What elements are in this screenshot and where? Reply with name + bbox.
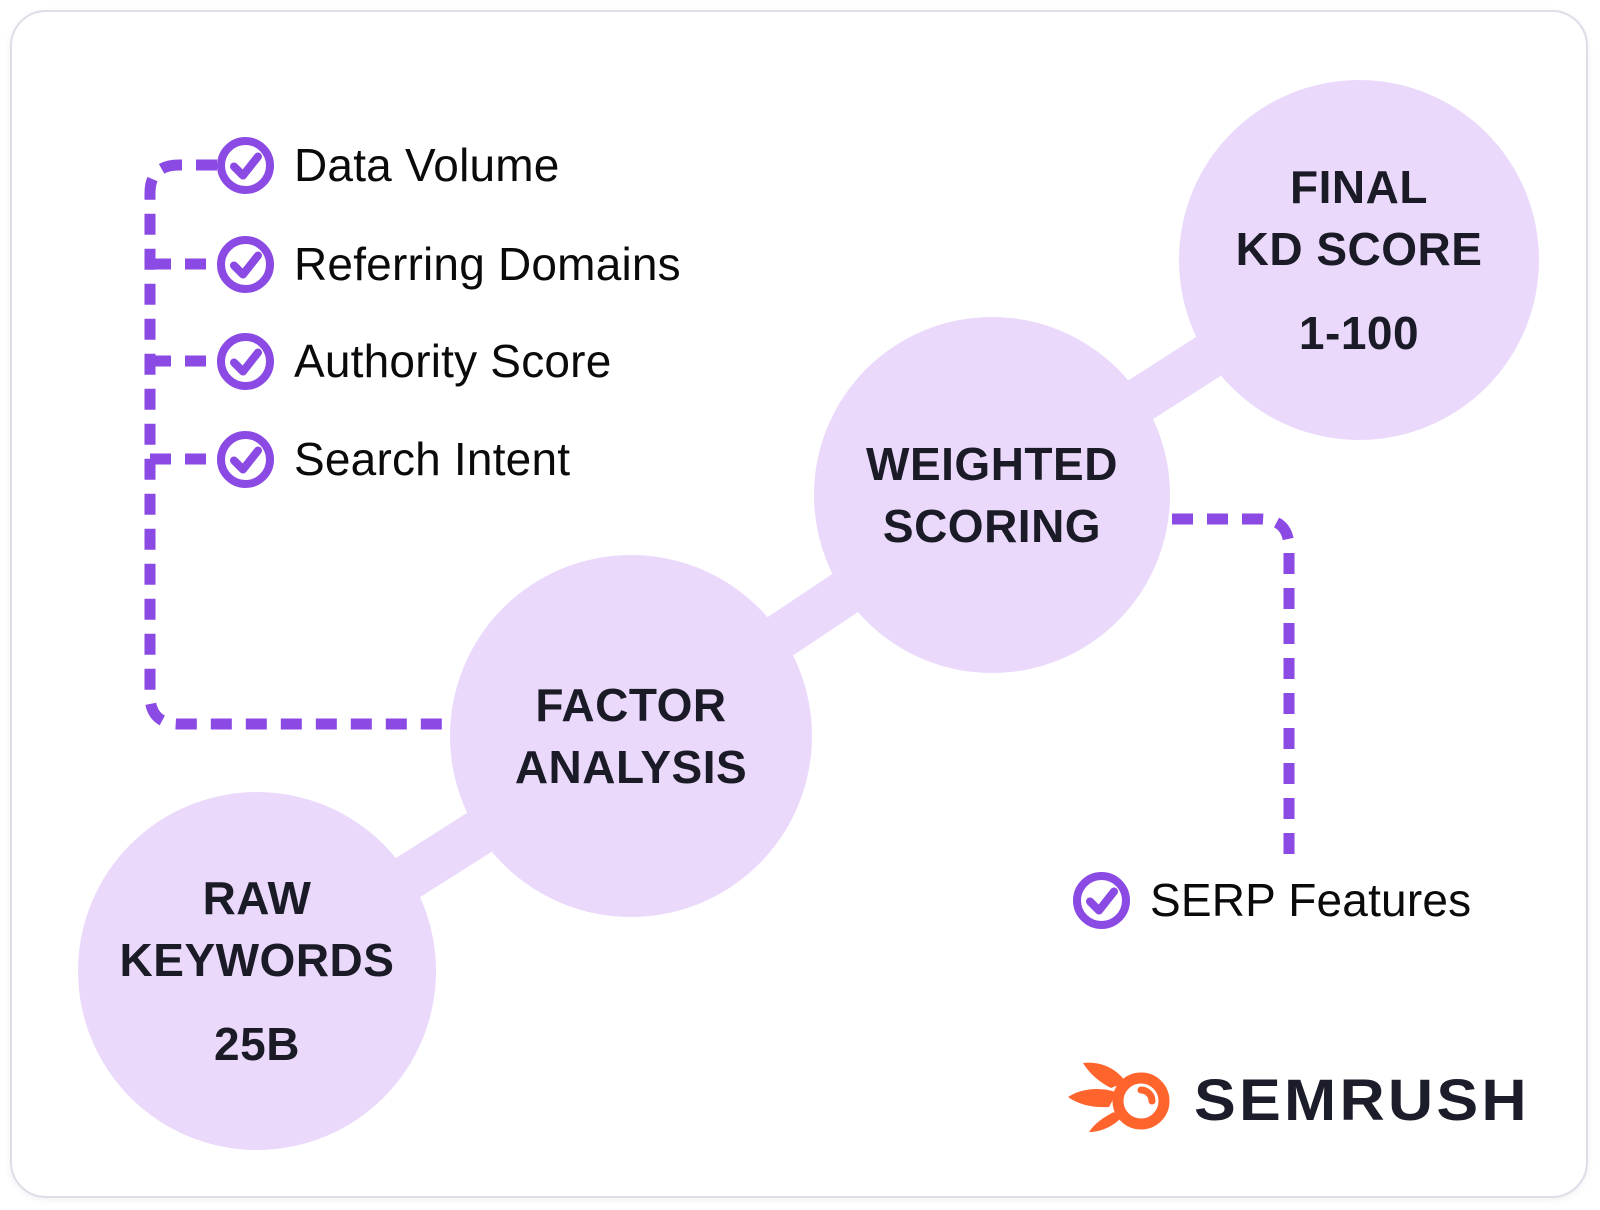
checklist-item-serp-features: SERP Features <box>1073 871 1471 929</box>
check-circle-icon <box>217 235 274 293</box>
check-circle-icon <box>217 430 274 488</box>
check-circle-icon <box>217 136 274 194</box>
checklist-label: Referring Domains <box>294 238 681 290</box>
node-weighted-scoring: WEIGHTED SCORING <box>814 317 1170 673</box>
checklist-item-data-volume: Data Volume <box>217 136 560 194</box>
checklist-label: Authority Score <box>294 335 612 387</box>
checklist-item-referring-domains: Referring Domains <box>217 235 681 293</box>
node-raw-label: RAW KEYWORDS <box>119 871 395 986</box>
infographic-card: RAW KEYWORDS 25B FACTOR ANALYSIS WEIGHTE… <box>10 10 1588 1198</box>
semrush-flame-icon <box>1068 1062 1170 1132</box>
checklist-label: Data Volume <box>294 139 560 191</box>
dashed-path-serp <box>1172 513 1295 857</box>
node-factor-label: FACTOR ANALYSIS <box>514 678 748 793</box>
node-final-value: 1-100 <box>1298 307 1420 360</box>
check-circle-icon <box>1073 871 1130 929</box>
serp-features-label: SERP Features <box>1150 874 1472 926</box>
node-final-kd-score: FINAL KD SCORE 1-100 <box>1179 80 1539 440</box>
node-factor-analysis: FACTOR ANALYSIS <box>450 555 812 917</box>
checklist-item-authority-score: Authority Score <box>217 332 611 390</box>
node-raw-value: 25B <box>214 1018 300 1071</box>
checklist-item-search-intent: Search Intent <box>217 430 570 488</box>
checklist-label: Search Intent <box>294 433 571 485</box>
node-raw-keywords: RAW KEYWORDS 25B <box>78 792 436 1150</box>
semrush-logo: SEMRUSH <box>1064 1060 1527 1140</box>
node-weighted-label: WEIGHTED SCORING <box>866 437 1118 552</box>
node-final-label: FINAL KD SCORE <box>1235 160 1483 275</box>
semrush-wordmark: SEMRUSH <box>1194 1067 1530 1133</box>
check-circle-icon <box>217 332 274 390</box>
